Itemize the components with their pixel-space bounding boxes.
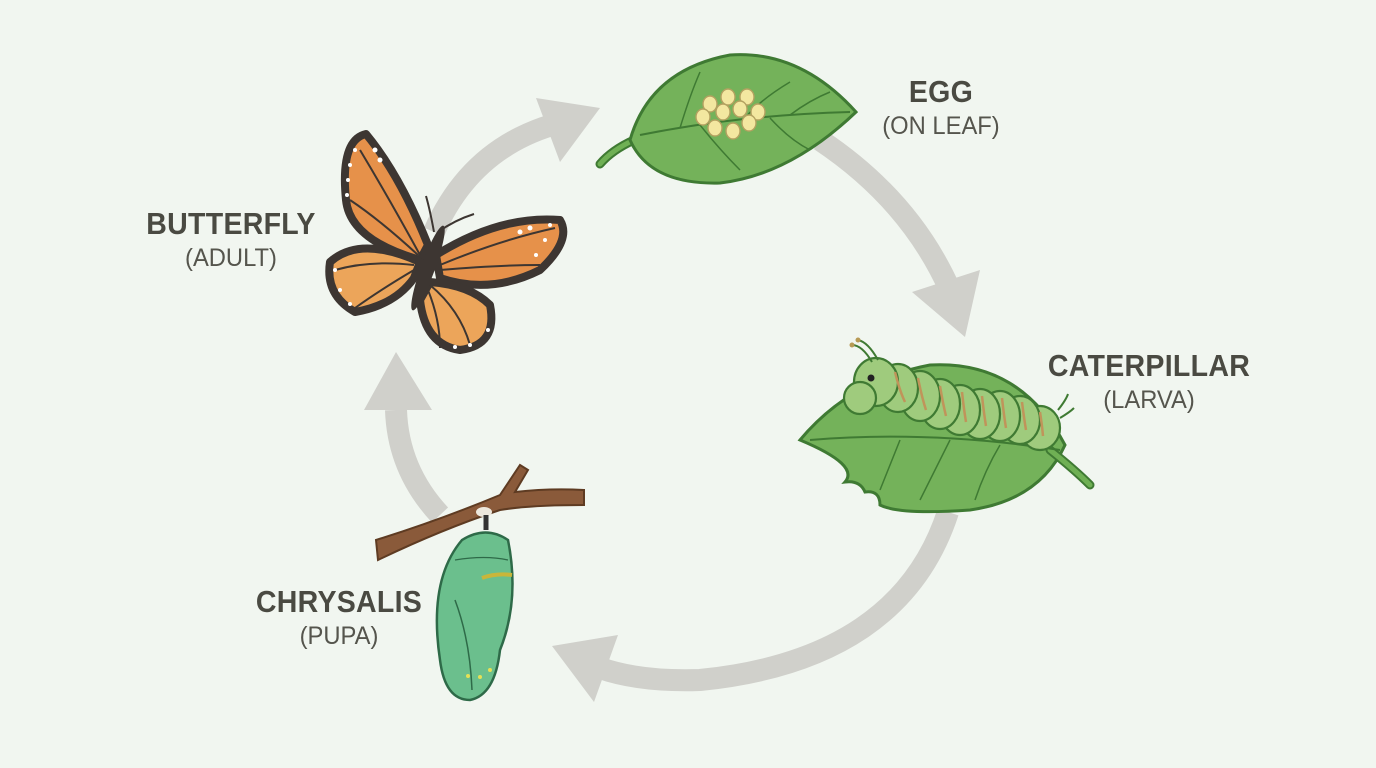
stage-title: BUTTERFLY	[146, 206, 316, 241]
stage-title: EGG	[908, 74, 974, 109]
caterpillar-on-leaf-icon	[797, 337, 1095, 514]
stage-title: CHRYSALIS	[255, 584, 423, 619]
stage-label-chrysalis: CHRYSALIS (PUPA)	[244, 584, 434, 650]
chrysalis-on-twig-icon	[374, 463, 585, 702]
stage-label-butterfly: BUTTERFLY (ADULT)	[138, 206, 324, 272]
arrow-chrysalis-to-butterfly	[364, 352, 449, 523]
stage-label-egg: EGG (ON LEAF)	[860, 74, 1022, 140]
arrow-egg-to-caterpillar	[813, 130, 980, 337]
stage-subtitle: (PUPA)	[299, 621, 379, 650]
stage-subtitle: (LARVA)	[1103, 385, 1195, 414]
arrow-butterfly-to-egg	[423, 98, 600, 237]
stage-subtitle: (ON LEAF)	[882, 111, 1000, 140]
egg-cluster-on-leaf-icon	[595, 53, 859, 185]
monarch-butterfly-icon	[325, 130, 568, 354]
stage-label-caterpillar: CATERPILLAR (LARVA)	[1036, 348, 1262, 414]
stage-title: CATERPILLAR	[1047, 348, 1251, 383]
arrow-caterpillar-to-chrysalis	[552, 508, 959, 702]
cycle-arrows	[364, 98, 980, 702]
stage-subtitle: (ADULT)	[185, 243, 277, 272]
